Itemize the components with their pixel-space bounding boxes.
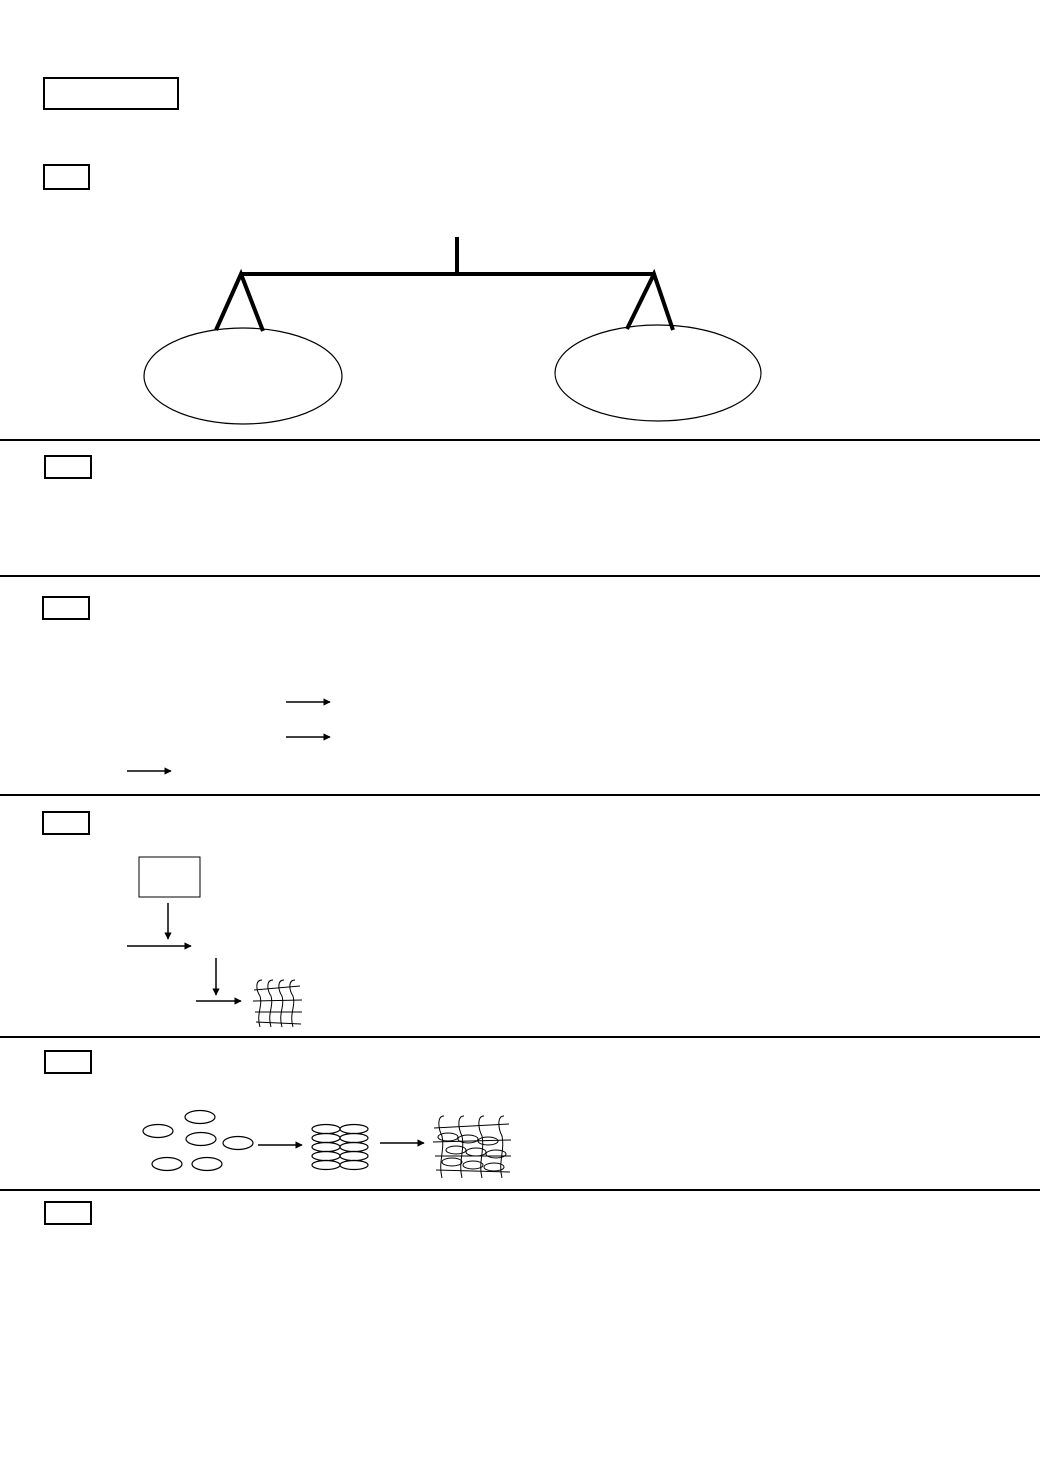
start-box [138, 856, 201, 898]
scattered-particles [142, 1109, 254, 1172]
reaction-arrows [127, 698, 331, 775]
section-1-label [44, 165, 89, 189]
process-flow-diagram [127, 856, 303, 1028]
section-5-label-box [44, 1050, 92, 1074]
section-4-label [43, 812, 89, 834]
section-4-label-box [42, 811, 90, 835]
stacked-particles [311, 1123, 369, 1171]
section-2-label [45, 456, 91, 478]
right-pan-label [572, 357, 744, 389]
start-box-label [139, 857, 200, 897]
section-3-label [43, 597, 89, 619]
title-box [43, 77, 179, 110]
right-pan [554, 324, 762, 422]
section-2-label-box [44, 455, 92, 479]
section-5-label [45, 1051, 91, 1073]
title-label [44, 78, 178, 109]
section-1-label-box [43, 164, 90, 190]
particle-aggregation-diagram [142, 1109, 512, 1179]
balance-scale-diagram [143, 237, 762, 425]
right-hanger [625, 268, 675, 331]
section-3-label-box [42, 596, 90, 620]
section-6-label-box [44, 1201, 92, 1225]
left-pan-label [160, 360, 326, 392]
left-pan [143, 327, 343, 425]
network-structure-icon [252, 979, 303, 1028]
section-6-label [45, 1202, 91, 1224]
left-hanger [214, 268, 265, 332]
particles-in-network-icon [432, 1115, 512, 1179]
